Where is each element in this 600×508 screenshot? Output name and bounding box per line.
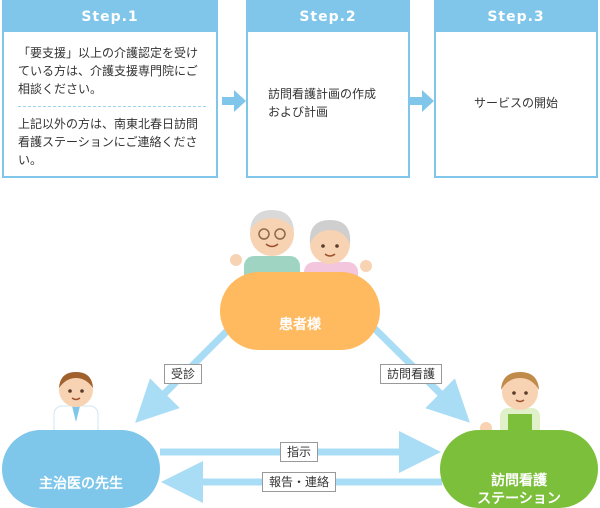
step-arrow-2-icon xyxy=(410,90,434,112)
nurse-label-line1: 訪問看護 xyxy=(490,473,547,489)
doctor-node: 主治医の先生 xyxy=(2,430,160,508)
step-arrow-1-icon xyxy=(222,90,246,112)
step-3-box: Step.3 サービスの開始 xyxy=(434,0,598,178)
step-1-title: Step.1 xyxy=(4,2,216,32)
step-1-box: Step.1 「要支援」以上の介護認定を受けている方は、介護支援専門院にご相談く… xyxy=(2,0,218,178)
nurse-station-node: 訪問看護 ステーション xyxy=(440,430,598,508)
patient-label: 患者様 xyxy=(279,317,321,333)
edge-label-instruction: 指示 xyxy=(280,442,319,462)
step-2-box: Step.2 訪問看護計画の作成 および計画 xyxy=(246,0,410,178)
step-2-text-line1: 訪問看護計画の作成 xyxy=(268,87,377,101)
step-1-divider xyxy=(18,106,206,107)
doctor-label: 主治医の先生 xyxy=(39,476,123,492)
step-2-title: Step.2 xyxy=(248,2,408,32)
edge-label-visit-nursing: 訪問看護 xyxy=(380,364,443,384)
edge-label-report: 報告・連絡 xyxy=(262,472,337,492)
step-2-text-line2: および計画 xyxy=(268,105,329,119)
doctor-illustration xyxy=(53,372,99,436)
patient-node: 患者様 xyxy=(220,272,380,350)
nurse-label-line2: ステーション xyxy=(477,491,561,507)
step-3-title: Step.3 xyxy=(436,2,596,32)
step-1-text-other: 上記以外の方は、南東北春日訪問看護ステーションにご連絡ください。 xyxy=(18,117,199,167)
edge-label-consult: 受診 xyxy=(164,364,203,384)
step-3-text: サービスの開始 xyxy=(473,96,558,110)
step-1-text-care: 「要支援」以上の介護認定を受けている方は、介護支援専門院にご相談ください。 xyxy=(18,46,199,96)
